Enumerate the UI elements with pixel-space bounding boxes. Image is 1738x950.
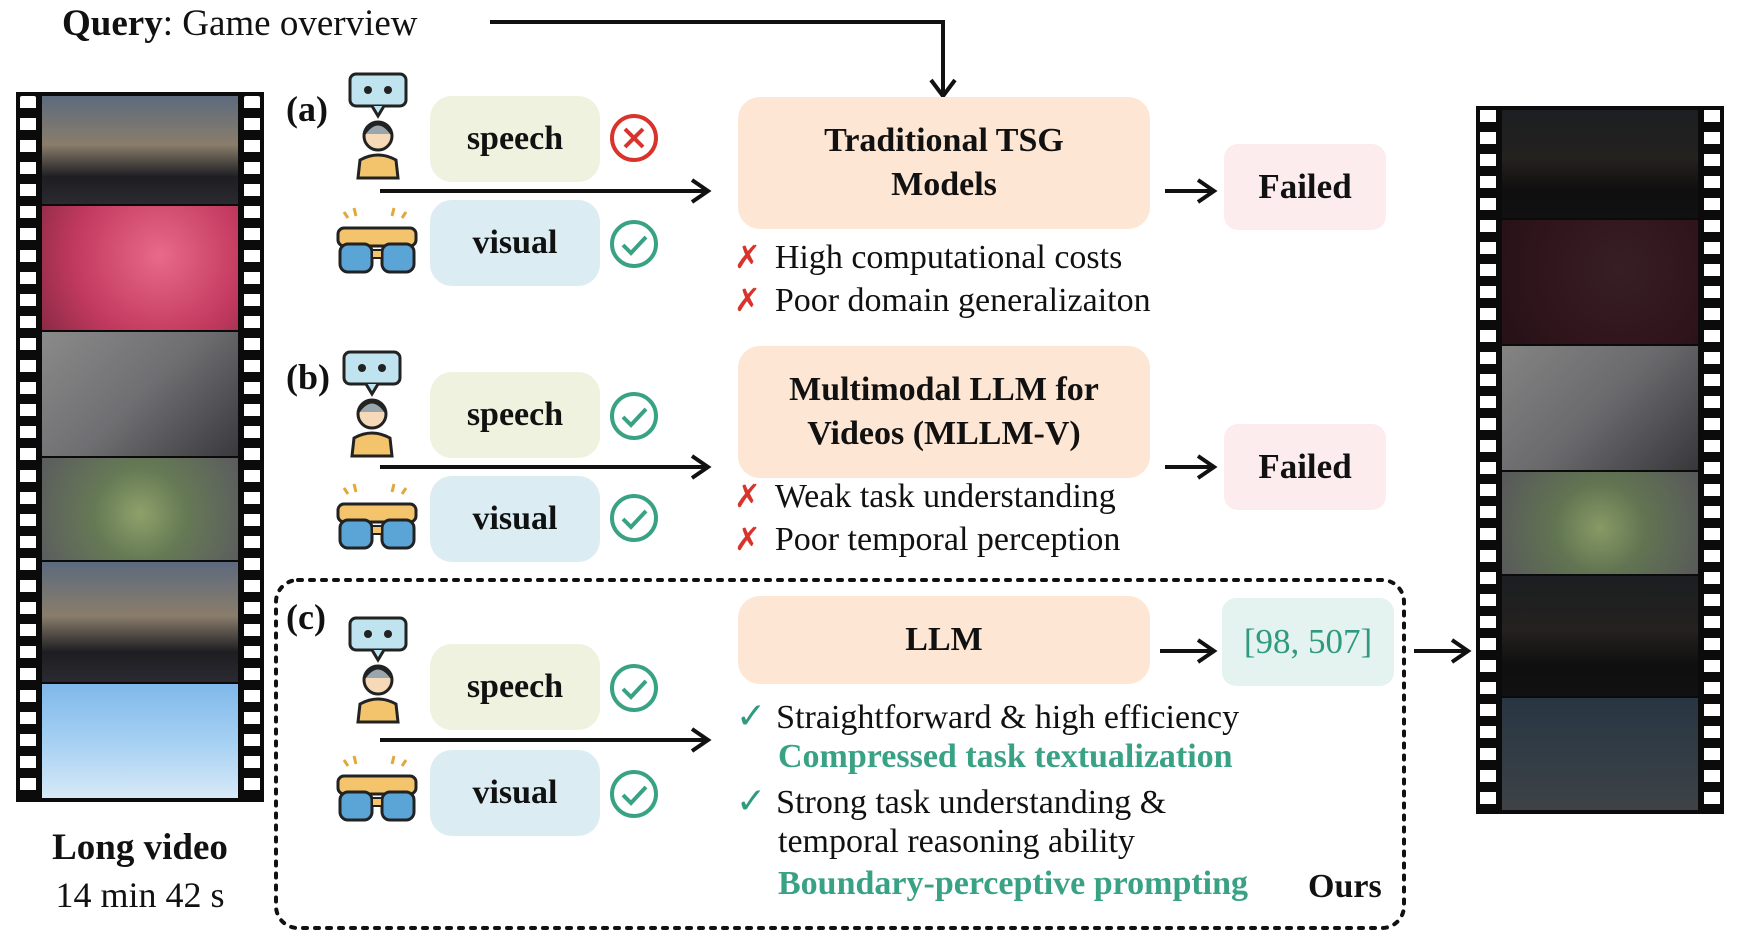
- query-line: Query: Game overview: [62, 2, 418, 45]
- speech-pill-b: speech: [430, 372, 600, 458]
- cross-mark-icon: ✗: [734, 520, 761, 558]
- film-holes: [20, 96, 36, 796]
- highlight-c-2: Boundary-perceptive prompting: [778, 865, 1249, 902]
- speech-bubble-person-icon: [342, 350, 402, 458]
- note-a-2: ✗ Poor domain generalizaiton: [734, 281, 1151, 320]
- check-circle-icon: [610, 220, 658, 268]
- result-failed-b: Failed: [1224, 424, 1386, 510]
- check-mark-icon: ✓: [736, 696, 767, 737]
- note-c-3: temporal reasoning ability: [778, 823, 1135, 860]
- video-frame: [42, 562, 238, 682]
- vr-glasses-icon: [336, 207, 418, 274]
- video-frame: [42, 96, 238, 204]
- speech-bubble-person-icon: [348, 616, 408, 724]
- check-circle-icon: [610, 664, 658, 712]
- note-c-2: ✓Strong task understanding &: [736, 781, 1166, 822]
- speech-pill-a: speech: [430, 96, 600, 182]
- video-frame-selected: [1502, 472, 1698, 574]
- film-holes: [1704, 110, 1720, 810]
- model-b-line2: Videos (MLLM-V): [807, 415, 1081, 452]
- speech-bubble-person-icon: [348, 72, 408, 180]
- video-caption-duration: 14 min 42 s: [55, 875, 225, 915]
- visual-pill-b: visual: [430, 476, 600, 562]
- section-a-tag: (a): [286, 89, 328, 129]
- query-arrow: [490, 20, 945, 94]
- check-mark-icon: ✓: [736, 781, 767, 822]
- model-box-llm: LLM: [738, 596, 1150, 684]
- video-frame: [42, 684, 238, 798]
- speech-pill-c: speech: [430, 644, 600, 730]
- video-frame: [1502, 110, 1698, 218]
- result-failed-a: Failed: [1224, 144, 1386, 230]
- film-holes: [244, 96, 260, 796]
- film-strip-left: [16, 92, 264, 802]
- note-b-1-text: Weak task understanding: [774, 478, 1116, 515]
- model-b-line1: Multimodal LLM for: [789, 371, 1099, 408]
- video-caption-title: Long video: [52, 827, 228, 868]
- film-holes: [1480, 110, 1496, 810]
- model-box-traditional-tsg: Traditional TSG Models: [738, 97, 1150, 229]
- video-frame: [42, 458, 238, 560]
- visual-pill-a: visual: [430, 200, 600, 286]
- section-c-tag: (c): [286, 597, 326, 637]
- note-c-1: ✓Straightforward & high efficiency: [736, 696, 1239, 737]
- query-text: : Game overview: [162, 3, 418, 44]
- model-a-line1: Traditional TSG: [824, 122, 1064, 159]
- cross-mark-icon: ✗: [734, 238, 761, 276]
- video-frame: [1502, 576, 1698, 696]
- vr-glasses-icon: [336, 483, 418, 550]
- video-frame: [1502, 698, 1698, 810]
- video-frame: [42, 332, 238, 456]
- check-circle-icon: [610, 770, 658, 818]
- note-b-1: ✗ Weak task understanding: [734, 477, 1116, 516]
- ours-dashed-box: [274, 578, 1406, 930]
- note-c-1-text: Straightforward & high efficiency: [776, 699, 1240, 736]
- cross-mark-icon: ✗: [734, 281, 761, 319]
- cross-circle-icon: [610, 114, 658, 162]
- query-label: Query: [62, 3, 163, 44]
- note-c-2-text: Strong task understanding &: [776, 784, 1167, 821]
- note-b-2-text: Poor temporal perception: [774, 521, 1121, 558]
- cross-mark-icon: ✗: [734, 477, 761, 515]
- note-b-2: ✗ Poor temporal perception: [734, 520, 1120, 559]
- model-a-line2: Models: [891, 166, 997, 203]
- video-frame-selected: [1502, 346, 1698, 470]
- note-a-1: ✗ High computational costs: [734, 238, 1122, 277]
- check-circle-icon: [610, 494, 658, 542]
- visual-pill-c: visual: [430, 750, 600, 836]
- highlight-c-1: Compressed task textualization: [778, 738, 1233, 775]
- note-a-1-text: High computational costs: [774, 239, 1123, 276]
- video-frame: [42, 206, 238, 330]
- result-timestamp: [98, 507]: [1222, 598, 1394, 686]
- film-strip-right: [1476, 106, 1724, 814]
- ours-label: Ours: [1308, 868, 1382, 905]
- note-a-2-text: Poor domain generalizaiton: [774, 282, 1151, 319]
- check-circle-icon: [610, 392, 658, 440]
- video-frame: [1502, 220, 1698, 344]
- model-c-line1: LLM: [905, 621, 983, 658]
- vr-glasses-icon: [336, 755, 418, 822]
- section-b-tag: (b): [286, 357, 330, 397]
